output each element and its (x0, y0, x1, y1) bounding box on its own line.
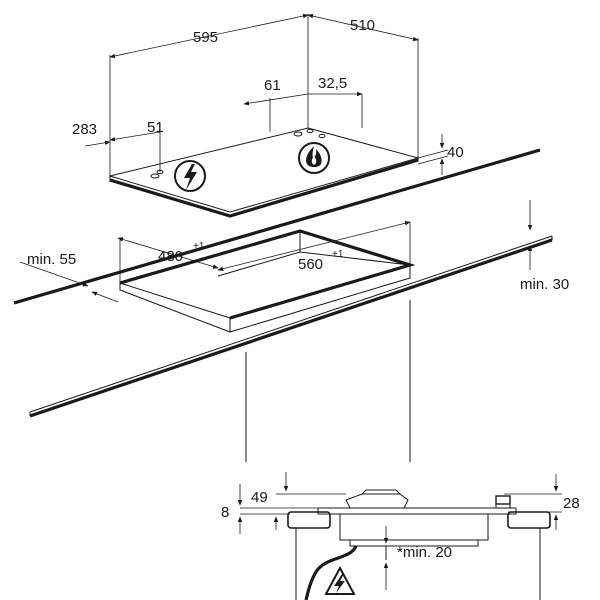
dim-depth-label: 510 (350, 17, 375, 34)
hob-front-edge (109, 158, 419, 218)
dim-top-height-label: 28 (563, 495, 580, 512)
dim-cutout-depth-label: 480 (158, 248, 183, 265)
dim-min-clearance-label: *min. 20 (397, 544, 452, 561)
dim-burner-x-label: 61 (264, 77, 281, 94)
dim-cutout-width-label: 560 (298, 256, 323, 273)
dim-line-width (109, 13, 309, 59)
dim-min-front-label: min. 55 (27, 251, 76, 268)
dim-line-cutout-width (217, 221, 411, 271)
dim-width-label: 595 (193, 29, 218, 46)
dim-line-depth (307, 13, 419, 42)
dim-line-cutout-depth (117, 237, 219, 269)
electric-warning-icon (174, 160, 206, 192)
dim-cutout-width-tol: +1 (332, 249, 344, 260)
hob-top-view: 595 510 61 32,5 283 51 (72, 13, 464, 218)
dim-min-side-label: min. 30 (520, 276, 569, 293)
cutout-opening (119, 229, 416, 320)
section-view: 49 8 28 *min. 20 (221, 472, 580, 600)
dim-depth-below-label: 49 (251, 489, 268, 506)
dim-height-label: 40 (447, 144, 464, 161)
dim-burner-y-label: 32,5 (318, 75, 347, 92)
dim-worktop-gap-label: 8 (221, 504, 229, 521)
worktop-left-section (287, 511, 331, 529)
gas-flame-icon (298, 142, 330, 174)
dim-socket-y-label: 51 (147, 119, 164, 136)
worktop-cutout-view: 480 +1 560 +1 min. 55 min. 30 (13, 148, 569, 462)
dim-socket-x-label: 283 (72, 121, 97, 138)
dim-cutout-depth-tol: +1 (193, 241, 205, 252)
electric-warning-triangle-icon (324, 565, 356, 595)
worktop-back-edge (13, 148, 541, 305)
worktop-front-edge (29, 235, 553, 413)
